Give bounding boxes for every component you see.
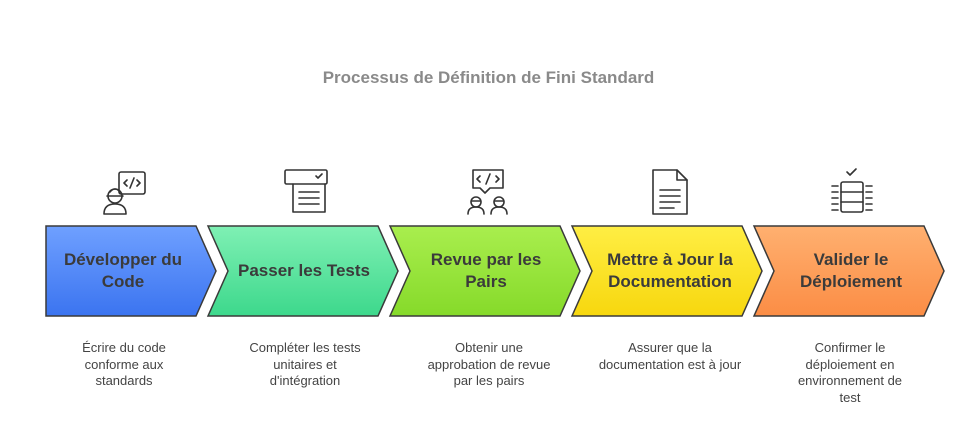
step-5-label: Valider le Déploiement <box>799 250 903 291</box>
developer-code-icon <box>103 171 146 215</box>
peer-review-icon <box>467 169 508 215</box>
step-arrow-5 <box>752 225 945 317</box>
test-checklist-icon <box>284 169 328 213</box>
step-5-description: Confirmer le déploiement en environnemen… <box>797 340 903 405</box>
step-arrow-1 <box>45 225 217 317</box>
step-3-description: Obtenir une approbation de revue par les… <box>427 340 551 388</box>
step-3-label: Revue par les Pairs <box>430 250 542 291</box>
diagram-title: Processus de Définition de Fini Standard <box>322 68 655 87</box>
step-1-description: Écrire du code conforme aux standards <box>82 340 166 388</box>
step-4-description: Assurer que la documentation est à jour <box>598 340 742 372</box>
step-4-label: Mettre à Jour la Documentation <box>607 250 733 291</box>
deployment-server-icon <box>831 168 873 213</box>
step-arrow-4 <box>570 225 763 317</box>
step-arrow-3 <box>388 225 581 317</box>
step-2-label: Passer les Tests <box>238 261 370 280</box>
step-1-label: Développer du Code <box>63 250 183 291</box>
step-2-description: Compléter les tests unitaires et d'intég… <box>249 340 361 388</box>
step-arrow-2 <box>206 225 399 317</box>
document-icon <box>652 169 688 215</box>
